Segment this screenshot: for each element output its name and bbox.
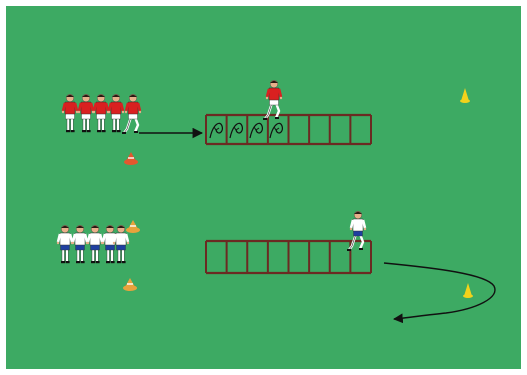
pitch-surface	[6, 6, 521, 369]
pitch	[6, 6, 521, 369]
pitch-svg	[6, 6, 521, 369]
